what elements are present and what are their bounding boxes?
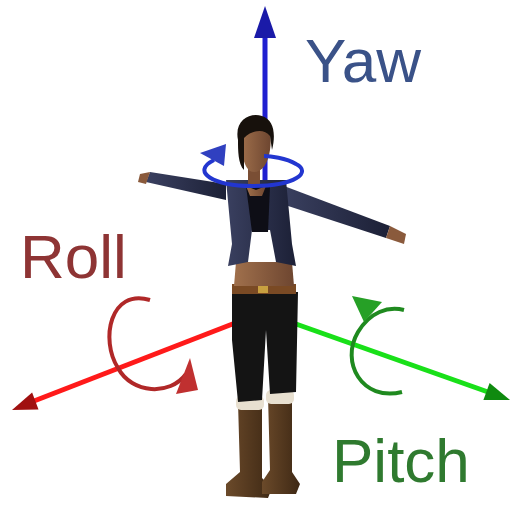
pitch-arc [352,309,404,394]
yaw-label: Yaw [305,30,421,92]
roll-label: Roll [20,226,127,288]
roll-axis [12,298,248,410]
yaw-shaft [263,30,268,200]
yaw-head [254,6,276,38]
pitch-arc-head [352,296,382,322]
pitch-label: Pitch [332,430,470,492]
roll-head [12,393,39,410]
pitch-axis [296,296,510,400]
yaw-ring [200,144,302,186]
pitch-shaft [296,324,488,392]
roll-arc [109,298,186,389]
roll-arc-head [176,358,198,394]
pitch-head [483,383,510,400]
yaw-arc-head [200,144,226,166]
